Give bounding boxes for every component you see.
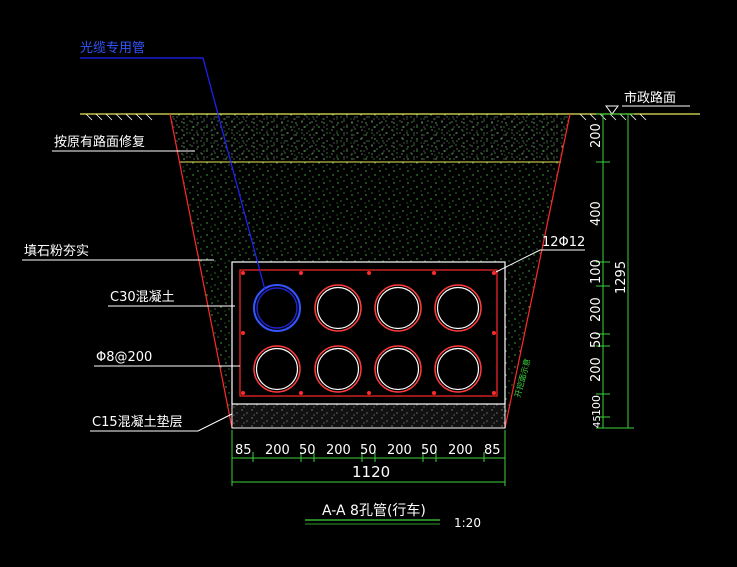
stirrup-outline [239,269,498,397]
dim-text: 50 [299,443,316,458]
pipe [374,284,422,332]
fiber-duct-leader [80,57,266,291]
c30-concrete-box [231,261,506,405]
pipe [253,345,301,393]
dim-text: 50 [360,443,377,458]
ground-hatch-right [579,113,647,121]
vdim-text: 50 [589,331,604,348]
surface-restoration-layer [170,114,570,162]
pipe [434,345,482,393]
stirrup-label: Φ8@200 [96,350,152,365]
ground-hatch-left [85,113,153,121]
cushion-leader [90,413,233,432]
fiber-duct-label: 光缆专用管 [80,40,145,56]
total-width: 1120 [352,463,390,481]
c30-label: C30混凝土 [110,289,175,305]
horizontal-dimension-lines [231,430,506,486]
pipe [314,345,362,393]
rebar-leader [495,249,585,273]
pipe-fiber [253,284,301,332]
total-height: 1295 [614,261,629,294]
dim-text: 200 [387,443,412,458]
dim-text: 200 [448,443,473,458]
rebar-dots [241,271,496,395]
rebar-label: 12Φ12 [542,235,585,250]
dim-text: 85 [235,443,252,458]
pipe [434,284,482,332]
dim-text: 50 [421,443,438,458]
trench-edge-right [504,113,571,429]
vdim-text: 200 [589,357,604,382]
dim-text: 200 [326,443,351,458]
vdim-text: 100 [590,395,603,416]
road-surface-label: 市政路面 [624,90,676,106]
vdim-text: 45 [592,415,603,428]
vdim-text: 100 [589,259,604,284]
vertical-dimension-lines [596,113,634,429]
trench-edge-left [169,113,233,429]
cushion-label: C15混凝土垫层 [92,414,183,430]
dim-text: 85 [484,443,501,458]
scale-label: 1:20 [454,516,481,530]
pipe [374,345,422,393]
pipe [314,284,362,332]
vdim-text: 200 [589,123,604,148]
dim-text: 200 [265,443,290,458]
backfill-label: 填石粉夯实 [24,244,89,259]
elevation-marker [605,105,619,115]
vdim-text: 200 [589,297,604,322]
vdim-text: 400 [589,201,604,226]
section-title: A-A 8孔管(行车) [322,502,426,519]
restore-label: 按原有路面修复 [54,134,145,150]
